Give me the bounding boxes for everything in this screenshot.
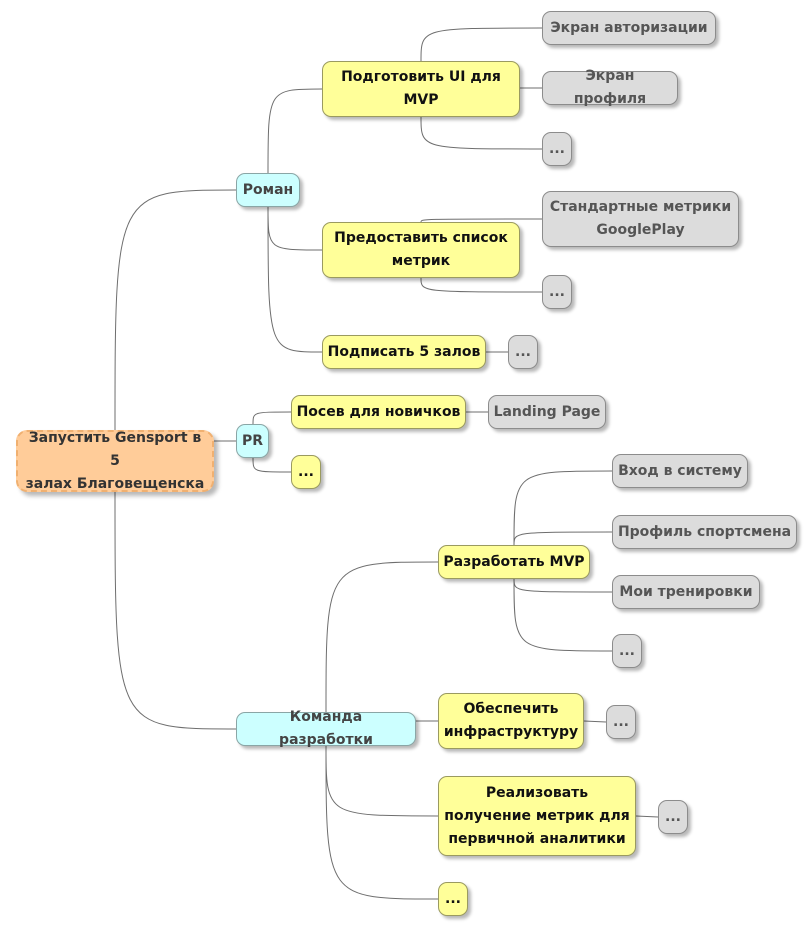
node-analytics-metrics[interactable]: Реализовать получение метрик для первичн… xyxy=(438,776,636,856)
edge-mvp-login xyxy=(513,470,613,546)
node-gyms-more[interactable]: ... xyxy=(508,335,538,369)
edge-pr-pr_more xyxy=(252,457,292,473)
edge-team-team_more xyxy=(325,745,439,900)
edge-ui-ui_more xyxy=(420,116,543,150)
node-dev-team[interactable]: Команда разработки xyxy=(236,709,416,748)
node-develop-mvp[interactable]: Разработать MVP xyxy=(438,545,590,579)
node-seeding-newbies[interactable]: Посев для новичков xyxy=(291,395,466,429)
edge-analytics-analytics_more xyxy=(635,815,659,818)
edge-ui-auth xyxy=(420,27,543,62)
root-node[interactable]: Запустить Gensport в 5 залах Благовещенс… xyxy=(16,430,214,492)
edge-team-analytics xyxy=(325,745,439,817)
edge-metrics-metrics_more xyxy=(420,277,543,293)
node-landing-page[interactable]: Landing Page xyxy=(488,395,606,429)
node-pr-more[interactable]: ... xyxy=(291,455,321,489)
node-pr[interactable]: PR xyxy=(236,424,269,458)
node-athlete-profile[interactable]: Профиль спортсмена xyxy=(612,515,797,549)
node-sign-gyms[interactable]: Подписать 5 залов xyxy=(322,335,486,369)
node-prepare-ui[interactable]: Подготовить UI для MVP xyxy=(322,61,520,117)
node-team-more[interactable]: ... xyxy=(438,882,468,916)
edge-pr-posev xyxy=(252,411,292,425)
node-googleplay-metrics[interactable]: Стандартные метрики GooglePlay xyxy=(542,191,739,247)
node-infra-more[interactable]: ... xyxy=(606,705,636,739)
edge-root-team xyxy=(114,491,237,730)
edge-roman-metrics xyxy=(267,206,323,251)
edge-root-roman xyxy=(114,189,237,431)
node-analytics-more[interactable]: ... xyxy=(658,800,688,834)
node-login[interactable]: Вход в систему xyxy=(612,454,748,488)
edge-mvp-athlete xyxy=(513,531,613,546)
node-infrastructure[interactable]: Обеспечить инфраструктуру xyxy=(438,693,584,749)
node-ui-more[interactable]: ... xyxy=(542,132,572,166)
edge-mvp-mvp_more xyxy=(513,578,613,652)
edge-team-mvp xyxy=(325,561,439,713)
edge-infra-infra_more xyxy=(583,720,607,723)
edge-roman-gyms xyxy=(267,206,323,353)
node-metrics-more[interactable]: ... xyxy=(542,275,572,309)
node-profile-screen[interactable]: Экран профиля xyxy=(542,68,678,107)
node-metrics-list[interactable]: Предоставить список метрик xyxy=(322,222,520,278)
node-mvp-more[interactable]: ... xyxy=(612,634,642,668)
edge-mvp-workouts xyxy=(513,578,613,593)
edge-metrics-gp xyxy=(420,218,543,223)
node-auth-screen[interactable]: Экран авторизации xyxy=(542,11,716,45)
node-roman[interactable]: Роман xyxy=(236,173,300,207)
node-my-workouts[interactable]: Мои тренировки xyxy=(612,575,760,609)
edge-roman-ui xyxy=(267,88,323,174)
